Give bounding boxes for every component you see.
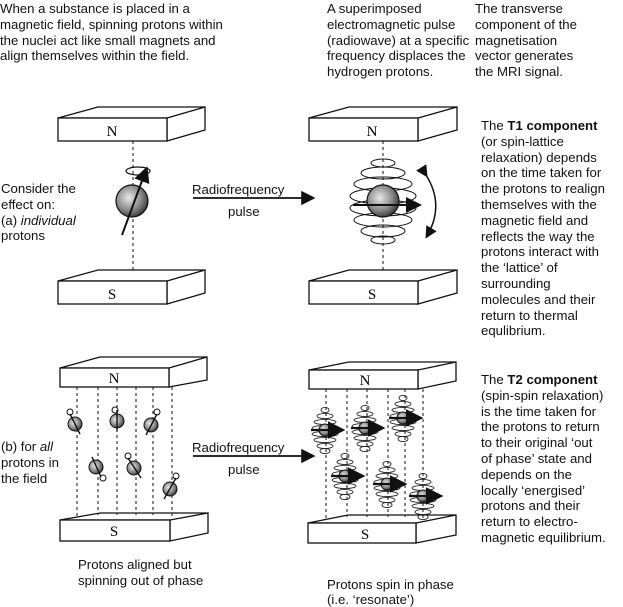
- t2-explanation: The T2 component (spin-spin relaxation) …: [481, 372, 606, 546]
- magnet-north-label: N: [360, 373, 371, 389]
- magnet-north-a-left: N: [57, 106, 206, 142]
- magnet-south-b-left: S: [59, 512, 209, 542]
- proton-single-precessing: [349, 158, 437, 245]
- t1-body: (or spin-lattice relaxation) depends on …: [481, 133, 605, 339]
- row-b-label-italic: all: [39, 439, 54, 454]
- proton: [88, 456, 107, 482]
- row-b-label-prefix: (b) for: [1, 439, 40, 454]
- proton: [66, 408, 83, 435]
- row-a-label: Consider the effect on: (a) individual p…: [1, 181, 76, 244]
- row-b-label-line3: the field: [1, 470, 48, 486]
- caption-out-of-phase: Protons aligned but spinning out of phas…: [78, 557, 204, 588]
- row-b-arrow-label-bottom: pulse: [228, 462, 260, 477]
- magnet-south-label: S: [108, 287, 116, 303]
- row-a-arrow-label-bottom: pulse: [228, 204, 260, 219]
- magnet-south-label: S: [361, 527, 369, 543]
- row-a-label-prefix: (a): [1, 212, 21, 228]
- row-b-label: (b) for all protons in the field: [1, 439, 59, 486]
- t1-prefix: The: [481, 118, 508, 133]
- row-b-arrow-label-top: Radiofrequency: [192, 440, 285, 455]
- field-lines-b-left: [76, 387, 173, 517]
- proton: [162, 472, 180, 500]
- magnet-north-label: N: [107, 124, 118, 140]
- row-a-arrow-label-top: Radiofrequency: [192, 182, 285, 197]
- magnet-north-a-right: N: [308, 106, 458, 142]
- t2-body: (spin-spin relaxation) is the time taken…: [481, 387, 606, 545]
- t2-term: T2 component: [507, 372, 598, 387]
- intro-text-mri-signal: The transverse component of the magnetis…: [475, 1, 577, 80]
- magnet-south-a-left: S: [57, 269, 206, 305]
- resonating-proton: [373, 460, 408, 509]
- magnet-south-b-right: S: [307, 514, 457, 544]
- magnet-south-a-right: S: [308, 269, 458, 305]
- intro-text-rf-pulse: A superimposed electromagnetic pulse (ra…: [327, 1, 470, 80]
- protons-out-of-phase: [66, 406, 180, 500]
- t1-term: T1 component: [507, 118, 598, 133]
- row-a-label-line1: Consider the: [1, 181, 76, 196]
- t1-explanation: The T1 component (or spin-lattice relaxa…: [481, 118, 605, 339]
- spin-arrow-icon: [125, 166, 151, 176]
- t2-prefix: The: [481, 372, 508, 387]
- row-a-label-italic: individual: [20, 212, 76, 228]
- oscillation-arrow-icon: [416, 164, 437, 239]
- magnet-south-label: S: [110, 524, 118, 540]
- magnet-north-b-right: N: [308, 361, 457, 390]
- row-b-label-line2: protons in: [1, 454, 59, 470]
- field-lines-b-right: [325, 389, 424, 519]
- magnet-north-label: N: [367, 124, 378, 140]
- intro-text-magnetic-field: When a substance is placed in a magnetic…: [0, 1, 223, 64]
- proton: [143, 408, 161, 436]
- resonating-proton: [331, 452, 366, 501]
- resonating-proton: [389, 394, 424, 443]
- protons-in-phase: [311, 394, 444, 521]
- proton-single-aligned: [115, 166, 151, 236]
- magnet-north-label: N: [109, 371, 120, 387]
- magnet-north-b-left: N: [59, 356, 208, 388]
- row-a-label-line4: protons: [1, 228, 45, 244]
- resonating-proton: [311, 406, 346, 455]
- magnet-south-label: S: [368, 287, 376, 303]
- row-a-label-line2: effect on:: [1, 196, 56, 212]
- resonating-proton: [409, 472, 444, 521]
- proton: [124, 452, 142, 479]
- proton: [109, 406, 125, 431]
- resonating-proton: [351, 404, 386, 453]
